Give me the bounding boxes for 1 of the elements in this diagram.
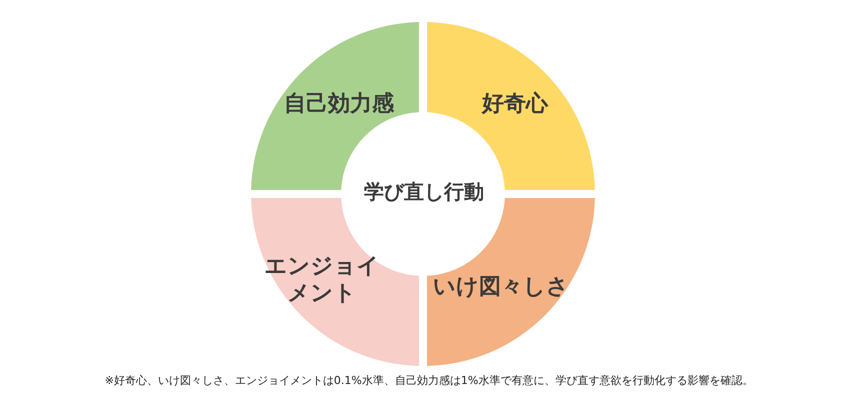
- footnote-text: ※好奇心、いけ図々しさ、エンジョイメントは0.1%水準、自己効力感は1%水準で有意に、学び直す意欲を行動化する影響を確認。: [104, 374, 754, 388]
